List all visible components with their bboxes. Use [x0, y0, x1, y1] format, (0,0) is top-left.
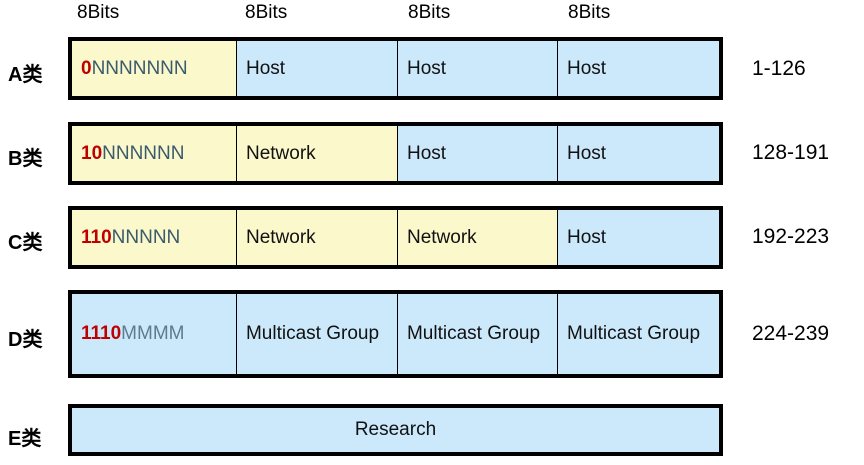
cell-e-research: Research — [72, 408, 719, 452]
cell-a-octet-4: Host — [558, 41, 720, 96]
prefix-bits-c: 110 — [81, 226, 112, 248]
bit-letters-a: NNNNNNN — [91, 57, 188, 79]
range-class-b: 128-191 — [752, 141, 830, 164]
cell-a-octet-2: Host — [236, 41, 398, 96]
cell-b-octet-3: Host — [397, 126, 559, 181]
column-header-octet-1: 8Bits — [77, 2, 120, 23]
cell-d-octet-3: Multicast Group — [397, 294, 559, 374]
column-header-octet-3: 8Bits — [408, 2, 451, 23]
range-class-d: 224-239 — [752, 322, 830, 345]
prefix-bits-d: 1110 — [81, 323, 122, 345]
bit-letters-c: NNNNN — [111, 226, 181, 248]
cell-a-octet-3: Host — [397, 41, 559, 96]
bit-letters-b: NNNNNN — [102, 142, 185, 164]
class-label-c: C类 — [8, 232, 43, 254]
cell-d-octet-4: Multicast Group — [558, 294, 720, 374]
table-row-class-e: Research — [68, 404, 723, 456]
cell-b-octet-2: Network — [236, 126, 398, 181]
prefix-bits-a: 0 — [81, 57, 92, 79]
cell-c-octet-2: Network — [236, 210, 398, 265]
class-label-b: B类 — [8, 148, 43, 170]
bit-letters-d: MMMM — [121, 323, 185, 345]
prefix-bits-b: 10 — [81, 142, 103, 164]
range-class-c: 192-223 — [752, 225, 830, 248]
range-class-a: 1-126 — [752, 57, 806, 80]
cell-d-octet-2: Multicast Group — [236, 294, 398, 374]
column-header-octet-2: 8Bits — [245, 2, 288, 23]
column-headers: 8Bits 8Bits 8Bits 8Bits — [68, 1, 723, 29]
cell-b-octet-4: Host — [558, 126, 720, 181]
cell-c-octet-3: Network — [397, 210, 559, 265]
class-label-a: A类 — [8, 64, 43, 86]
cell-c-octet-4: Host — [558, 210, 720, 265]
class-label-e: E类 — [8, 428, 42, 450]
class-label-d: D类 — [8, 329, 43, 351]
column-header-octet-4: 8Bits — [568, 2, 611, 23]
